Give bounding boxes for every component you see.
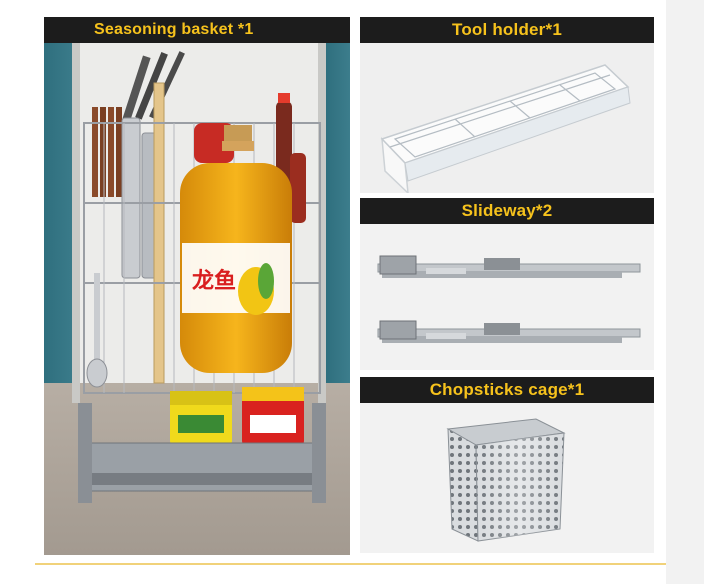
bottom-divider [35,563,666,565]
page-margin [666,0,704,584]
slideway-panel: Slideway*2 [360,198,654,370]
bottle-label: 龙鱼 [192,268,236,294]
tool-holder-panel: Tool holder*1 [360,17,654,193]
chopsticks-cage-image [360,403,654,553]
seasoning-basket-title: Seasoning basket *1 [44,17,350,43]
seasoning-basket-panel: Seasoning basket *1 [44,17,350,555]
chopsticks-cage-panel: Chopsticks cage*1 [360,377,654,553]
seasoning-basket-image: 龙鱼 [44,43,350,555]
tool-holder-title: Tool holder*1 [360,17,654,43]
slideway-image [360,224,654,370]
slideway-title: Slideway*2 [360,198,654,224]
tool-holder-image [360,43,654,193]
chopsticks-cage-title: Chopsticks cage*1 [360,377,654,403]
